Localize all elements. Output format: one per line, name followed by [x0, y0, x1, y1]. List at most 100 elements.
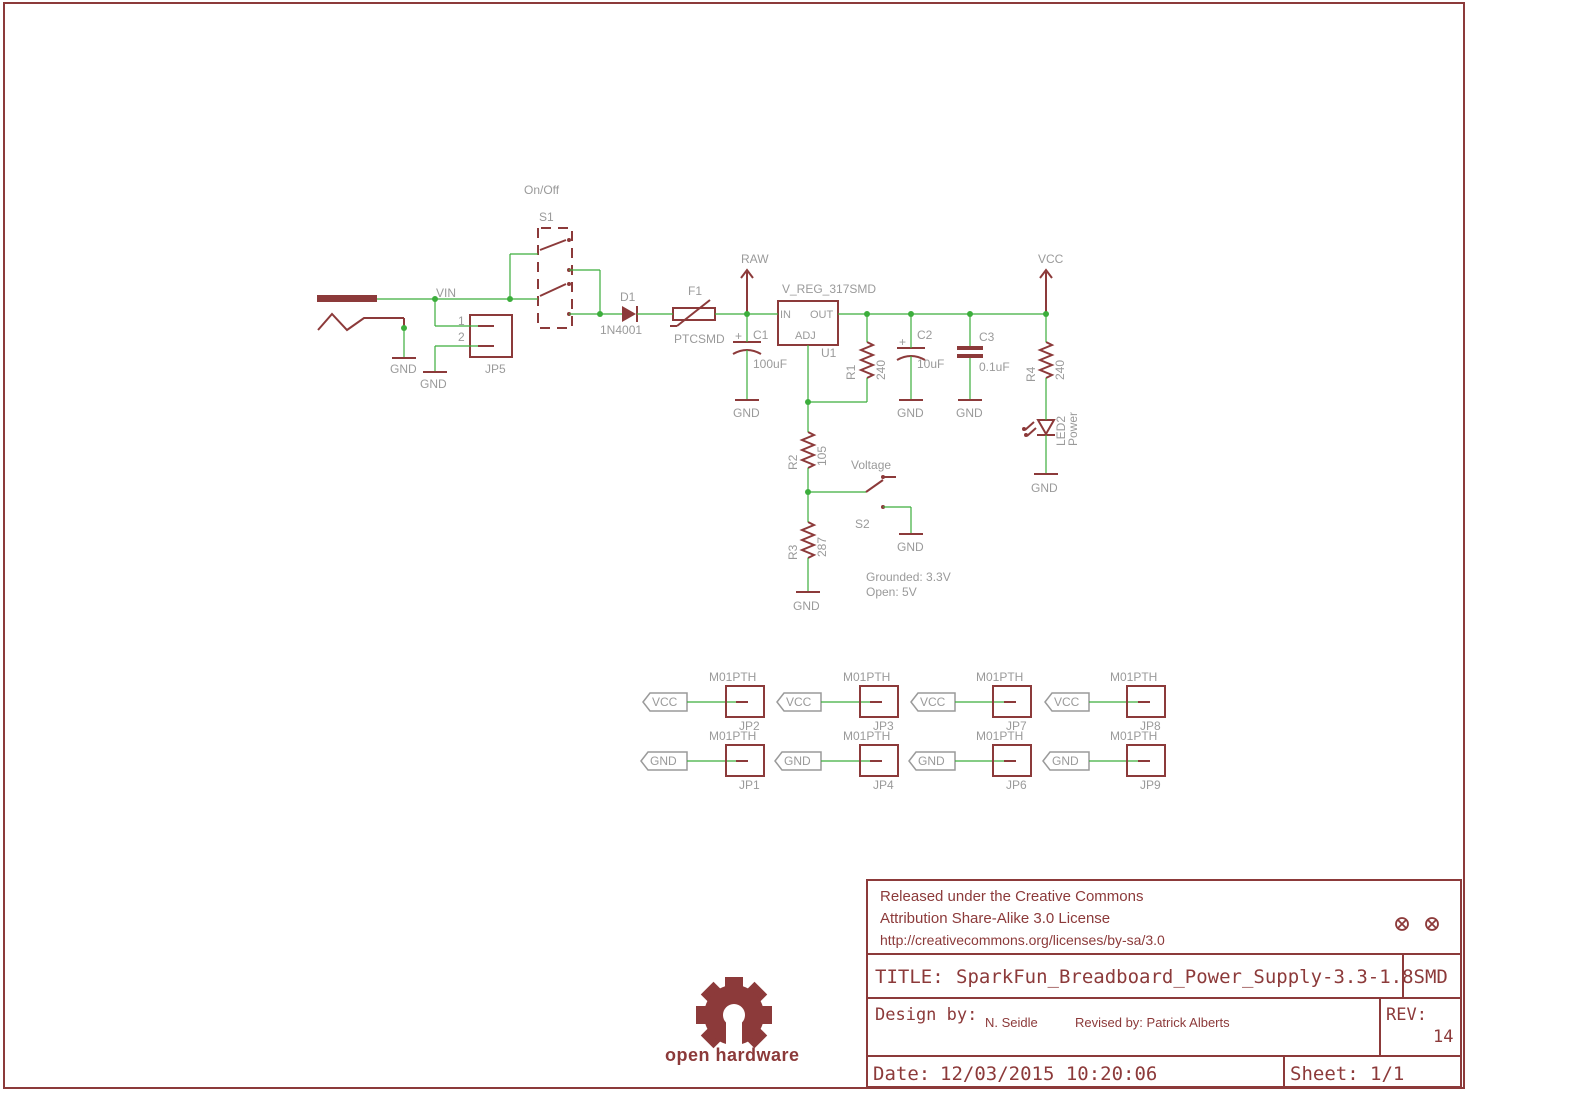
- header-pin-jp9: [1042, 744, 1166, 777]
- date-value: 12/03/2015 10:20:06: [940, 1063, 1157, 1085]
- s1-switch: [537, 227, 573, 329]
- wires: [377, 253, 1047, 592]
- gnd-label-s2: GND: [897, 540, 924, 554]
- c3-label: C3: [979, 330, 995, 344]
- r2-resistor: [799, 431, 817, 469]
- r3-label: R3: [786, 544, 800, 560]
- license-line-2: Attribution Share-Alike 3.0 License: [880, 910, 1110, 927]
- c3-capacitor: [957, 346, 983, 358]
- led2-value: Power: [1066, 412, 1080, 446]
- sheet-value: 1/1: [1370, 1063, 1404, 1085]
- jp4-part: M01PTH: [843, 729, 890, 743]
- jp6-label: JP6: [1006, 778, 1027, 792]
- vcc-label: VCC: [1038, 252, 1064, 266]
- title-block: [866, 879, 1462, 1088]
- jp7-label: JP7: [1006, 719, 1027, 733]
- r4-value: 240: [1053, 360, 1067, 380]
- r3-resistor: [799, 521, 817, 559]
- jp9-net-tag: GND: [1052, 754, 1079, 768]
- jp2-label: JP2: [739, 719, 760, 733]
- d1-diode: [622, 306, 638, 322]
- raw-supply-symbol: [740, 268, 754, 314]
- header-pin-jp3: [776, 685, 899, 718]
- junctions: [401, 296, 1049, 495]
- r1-resistor: [858, 341, 876, 379]
- jp8-net-tag: VCC: [1054, 695, 1080, 709]
- schematic-title: SparkFun_Breadboard_Power_Supply-3.3-1.8…: [956, 966, 1448, 988]
- jp9-part: M01PTH: [1110, 729, 1157, 743]
- r4-resistor: [1037, 341, 1055, 379]
- rev-value: 14: [1433, 1027, 1453, 1047]
- s2-label: S2: [855, 517, 870, 531]
- jp8-part: M01PTH: [1110, 670, 1157, 684]
- license-line-1: Released under the Creative Commons: [880, 888, 1143, 905]
- revised-by: Revised by: Patrick Alberts: [1075, 1015, 1230, 1030]
- designer-name: N. Seidle: [985, 1015, 1038, 1030]
- r3-value: 287: [815, 537, 829, 557]
- header-pin-jp7: [910, 685, 1032, 718]
- s2-switch: [865, 475, 896, 509]
- d1-label: D1: [620, 290, 636, 304]
- gnd-label-r3: GND: [793, 599, 820, 613]
- jp6-net-tag: GND: [918, 754, 945, 768]
- c2-label: C2: [917, 328, 933, 342]
- gnd-label-c1: GND: [733, 406, 760, 420]
- gnd-label-jack: GND: [390, 362, 417, 376]
- header-pin-jp8: [1044, 685, 1166, 718]
- r4-label: R4: [1024, 366, 1038, 382]
- raw-label: RAW: [741, 252, 769, 266]
- jp1-label: JP1: [739, 778, 760, 792]
- power-jack: [317, 295, 405, 332]
- s1-function-label: On/Off: [524, 183, 560, 197]
- jp5-pin2-label: 2: [458, 330, 465, 344]
- u1-pin-out: OUT: [810, 309, 834, 321]
- jp5-connector: [469, 314, 513, 358]
- u1-pin-adj: ADJ: [795, 330, 816, 342]
- led2-indicator: [1022, 419, 1056, 437]
- d1-value: 1N4001: [600, 323, 642, 337]
- u1-value: V_REG_317SMD: [782, 282, 876, 296]
- c1-label: C1: [753, 328, 769, 342]
- sheet-label: Sheet:: [1290, 1063, 1359, 1085]
- f1-value: PTCSMD: [674, 332, 725, 346]
- title-label: TITLE:: [875, 966, 944, 988]
- c2-polarity: +: [899, 335, 906, 349]
- mounting-markers: [1395, 917, 1439, 931]
- gnd-label-led: GND: [1031, 481, 1058, 495]
- drawing-frame: [3, 2, 1465, 1089]
- r2-label: R2: [786, 454, 800, 470]
- vin-label: VIN: [436, 286, 456, 300]
- license-line-3: http://creativecommons.org/licenses/by-s…: [880, 932, 1165, 948]
- jp1-part: M01PTH: [709, 729, 756, 743]
- header-pin-jp1: [640, 744, 765, 777]
- c2-value: 10uF: [917, 357, 944, 371]
- vcc-supply-symbol: [1039, 268, 1053, 314]
- jp1-net-tag: GND: [650, 754, 677, 768]
- note-grounded: Grounded: 3.3V: [866, 570, 951, 584]
- jp4-net-tag: GND: [784, 754, 811, 768]
- r2-value: 105: [815, 446, 829, 466]
- jp2-net-tag: VCC: [652, 695, 678, 709]
- s1-label: S1: [539, 210, 554, 224]
- jp6-part: M01PTH: [976, 729, 1023, 743]
- jp5-label: JP5: [485, 362, 506, 376]
- date-label: Date:: [873, 1063, 930, 1085]
- gnd-label-c3: GND: [956, 406, 983, 420]
- gnd-label-c2: GND: [897, 406, 924, 420]
- jp3-label: JP3: [873, 719, 894, 733]
- f1-fuse: [670, 299, 716, 327]
- r1-value: 240: [874, 360, 888, 380]
- note-open: Open: 5V: [866, 585, 917, 599]
- c1-value: 100uF: [753, 357, 787, 371]
- jp8-label: JP8: [1140, 719, 1161, 733]
- u1-label: U1: [821, 346, 837, 360]
- header-pin-jp2: [642, 685, 765, 718]
- led2-label: LED2: [1054, 416, 1068, 446]
- jp7-net-tag: VCC: [920, 695, 946, 709]
- u1-pin-in: IN: [780, 309, 791, 321]
- s2-function-label: Voltage: [851, 458, 891, 472]
- jp4-label: JP4: [873, 778, 894, 792]
- design-by-label: Design by:: [875, 1005, 977, 1025]
- c3-value: 0.1uF: [979, 360, 1010, 374]
